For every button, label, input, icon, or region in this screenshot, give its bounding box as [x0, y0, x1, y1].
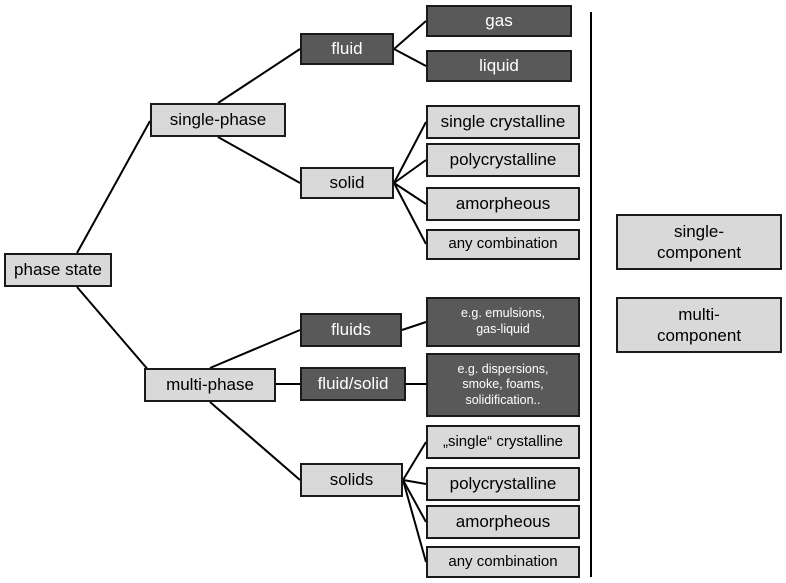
node-solids-polycrystalline: polycrystalline — [426, 467, 580, 501]
edge-solid-amorpheous — [393, 182, 427, 205]
edge-root-single — [76, 120, 151, 254]
edge-solids-amorpheous — [402, 479, 427, 523]
multi-component-line-2: component — [656, 326, 742, 345]
edge-fluids-detail — [401, 321, 427, 331]
edge-root-multi — [76, 286, 151, 373]
node-multi-component: multi- component — [616, 297, 782, 353]
edge-solids-single-crystalline — [402, 441, 427, 481]
edge-solids-any-combination — [402, 479, 427, 563]
node-single-phase: single-phase — [150, 103, 286, 137]
single-component-line-1: single- — [673, 221, 725, 241]
node-solids-any-combination: any combination — [426, 546, 580, 578]
fluid-solid-detail-line-3: solidification.. — [465, 392, 541, 407]
node-any-combination: any combination — [426, 229, 580, 260]
node-liquid: liquid — [426, 50, 572, 82]
edge-single-fluid — [217, 48, 301, 104]
node-fluid: fluid — [300, 33, 394, 65]
edge-multi-fluids — [209, 329, 301, 369]
node-multi-phase: multi-phase — [144, 368, 276, 402]
edge-solids-polycrystalline — [402, 479, 427, 485]
node-single-component: single- component — [616, 214, 782, 270]
edge-fluid-gas — [393, 20, 427, 50]
multi-component-line-1: multi- — [678, 304, 720, 324]
node-fluid-solid: fluid/solid — [300, 367, 406, 401]
fluids-detail-line-1: e.g. emulsions, — [460, 306, 546, 321]
edge-multi-solids — [209, 401, 301, 481]
edge-single-solid — [217, 136, 301, 184]
node-solids-single-crystalline: „single“ crystalline — [426, 425, 580, 459]
node-gas: gas — [426, 5, 572, 37]
node-fluid-solid-detail: e.g. dispersions, smoke, foams, solidifi… — [426, 353, 580, 417]
node-fluids-detail: e.g. emulsions, gas-liquid — [426, 297, 580, 347]
node-solid: solid — [300, 167, 394, 199]
node-phase-state: phase state — [4, 253, 112, 287]
node-fluids: fluids — [300, 313, 402, 347]
node-solids-amorpheous: amorpheous — [426, 505, 580, 539]
fluid-solid-detail-line-2: smoke, foams, — [462, 377, 544, 392]
node-amorpheous: amorpheous — [426, 187, 580, 221]
edge-solid-single-crystalline — [393, 121, 427, 184]
node-single-crystalline: single crystalline — [426, 105, 580, 139]
fluid-solid-detail-line-1: e.g. dispersions, — [457, 361, 549, 376]
fluids-detail-line-2: gas-liquid — [476, 322, 530, 336]
edge-solid-any-combination — [393, 182, 427, 245]
node-solids: solids — [300, 463, 403, 497]
edge-solid-polycrystalline — [393, 159, 427, 184]
single-component-line-2: component — [656, 243, 742, 262]
node-polycrystalline: polycrystalline — [426, 143, 580, 177]
edge-fluid-liquid — [393, 48, 427, 67]
